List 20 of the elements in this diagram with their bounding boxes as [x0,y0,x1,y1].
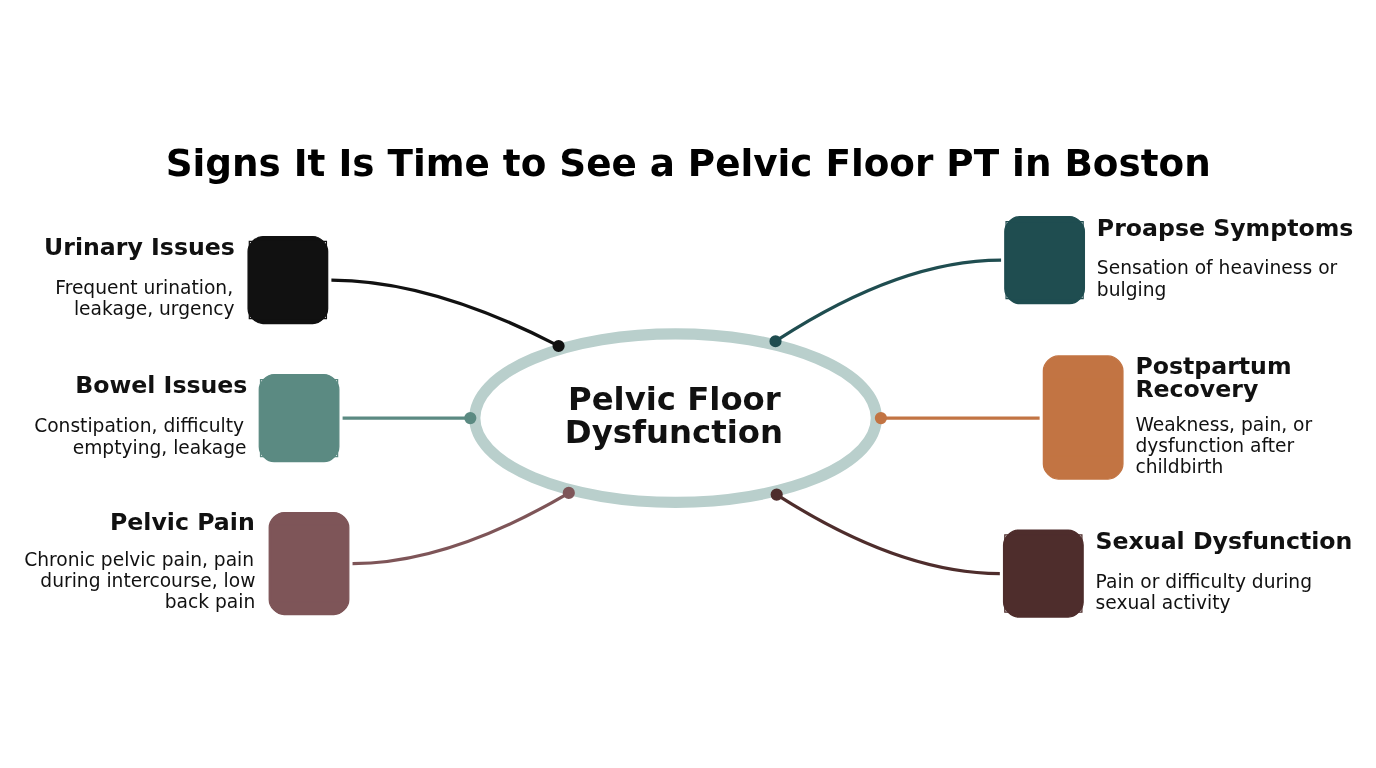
node-label: Bowel Issues [75,370,248,399]
connector [874,411,1040,424]
node-label: Pelvic Pain [110,507,255,536]
node-label: Postpartum Recovery [1135,351,1292,403]
node-ellipse: Pelvic Floor Dysfunction [469,327,882,508]
node-label: Pain or difficulty during sexual activity [1095,570,1313,613]
node-label: Sensation of heaviness or bulging [1096,256,1338,300]
node-label: Proapse Symptoms [1096,213,1354,241]
node-label: Constipation, difficulty emptying, leakage [34,414,247,458]
connector [352,486,575,565]
connector [342,411,477,424]
diagram-title: Signs It Is Time to See a Pelvic Floor PT in Boston [165,140,1211,185]
node-label: Sexual Dysfunction [1095,526,1353,555]
connector [769,258,1002,347]
node-label: Weakness, pain, or dysfunction after childbirth [1135,413,1313,477]
node-label: Chronic pelvic pain, pain during intercourse, low back pain [24,548,256,612]
connector [770,488,1000,575]
connector [331,277,565,352]
node-label: Urinary Issues [44,232,235,261]
node-label: Frequent urination, leakage, urgency [55,276,235,319]
